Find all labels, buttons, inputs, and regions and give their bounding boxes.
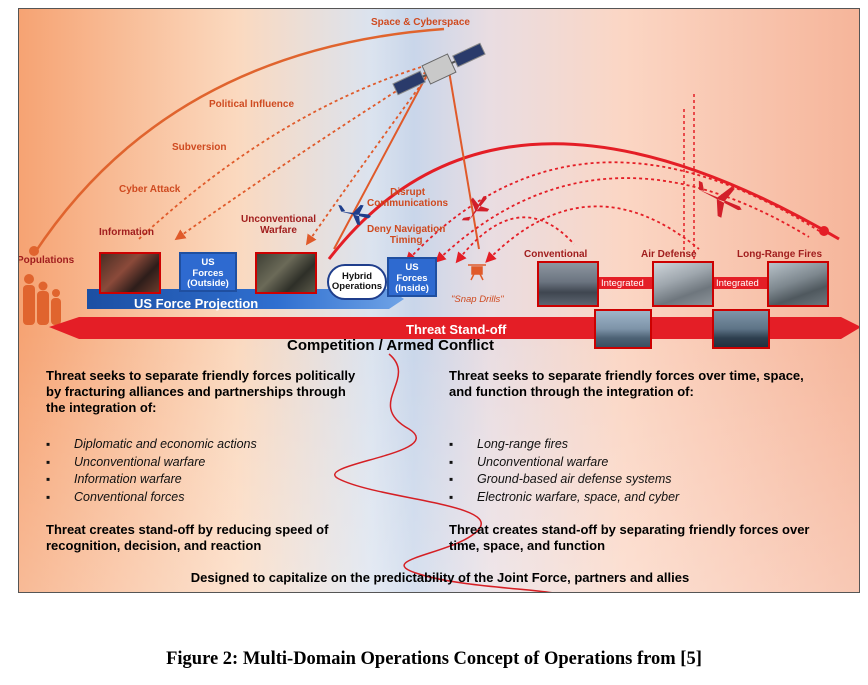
mdo-concept-figure: Space & Cyberspace Political Influence S… <box>18 8 860 593</box>
bomber-icon <box>698 180 742 218</box>
right-bullet-list: Long-range fires Unconventional warfare … <box>449 436 679 506</box>
submarine-photo <box>712 309 770 349</box>
us-force-projection-bar <box>87 289 404 309</box>
list-item: Long-range fires <box>449 436 679 454</box>
populations-icon <box>23 274 61 325</box>
space-cyberspace-label: Space & Cyberspace <box>371 17 470 28</box>
cyber-attack-label: Cyber Attack <box>119 184 181 195</box>
conventional-label: Conventional <box>524 249 588 260</box>
competition-armed-conflict-label: Competition / Armed Conflict <box>287 337 494 354</box>
us-force-projection-label: US Force Projection <box>134 296 259 311</box>
satellite-icon <box>392 42 486 96</box>
naval-ship-photo <box>594 309 652 349</box>
snap-drills-label: "Snap Drills" <box>451 294 504 305</box>
red-jet-icon <box>461 195 490 221</box>
bottom-line-text: Designed to capitalize on the predictabi… <box>190 570 690 585</box>
list-item: Unconventional warfare <box>449 454 679 472</box>
subversion-arc <box>174 68 432 241</box>
unconventional-warfare-photo <box>255 252 317 294</box>
political-influence-label: Political Influence <box>209 99 295 110</box>
satellite-link-right <box>448 70 480 250</box>
long-range-fires-arc-1 <box>405 161 825 263</box>
satellite-link-left <box>333 70 430 250</box>
integrated-label-1: Integrated <box>601 278 644 289</box>
blue-jet-icon <box>338 204 371 226</box>
right-standoff-text: Threat creates stand-off by separating f… <box>449 522 810 553</box>
list-item: Information warfare <box>46 471 257 489</box>
drone-icon <box>468 264 486 281</box>
threat-standoff-label: Threat Stand-off <box>406 322 507 337</box>
conventional-arc <box>455 216 575 264</box>
list-item: Diplomatic and economic actions <box>46 436 257 454</box>
long-range-fires-label: Long-Range Fires <box>737 249 823 260</box>
populations-node <box>29 246 39 256</box>
left-bullet-list: Diplomatic and economic actions Unconven… <box>46 436 257 506</box>
information-photo <box>99 252 161 294</box>
figure-caption: Figure 2: Multi-Domain Operations Concep… <box>166 649 702 669</box>
subversion-label: Subversion <box>172 142 227 153</box>
diagram-graphics <box>23 27 859 592</box>
populations-label: Populations <box>18 255 75 266</box>
air-defense-photo <box>652 261 714 307</box>
list-item: Conventional forces <box>46 489 257 507</box>
right-arc-node <box>819 226 829 236</box>
list-item: Electronic warfare, space, and cyber <box>449 489 679 507</box>
integrated-bar-1 <box>594 277 654 289</box>
left-standoff-text: Threat creates stand-off by reducing spe… <box>46 522 329 553</box>
integrated-bar-2 <box>709 277 769 289</box>
air-defense-label: Air Defense <box>641 249 697 260</box>
list-item: Ground-based air defense systems <box>449 471 679 489</box>
long-range-fires-arc-2 <box>435 177 810 263</box>
left-heading: Threat seeks to separate friendly forces… <box>46 368 356 415</box>
right-heading: Threat seeks to separate friendly forces… <box>449 368 804 399</box>
conventional-photo <box>537 261 599 307</box>
cyber-attack-arc <box>305 70 432 246</box>
integrated-label-2: Integrated <box>716 278 759 289</box>
threat-standoff-bar <box>49 317 859 339</box>
right-standoff-arc <box>327 142 840 260</box>
competition-squiggle <box>334 353 553 592</box>
list-item: Unconventional warfare <box>46 454 257 472</box>
left-influence-arc <box>32 27 445 255</box>
long-range-fires-photo <box>767 261 829 307</box>
information-label: Information <box>99 227 154 238</box>
political-influence-arc <box>138 63 432 240</box>
